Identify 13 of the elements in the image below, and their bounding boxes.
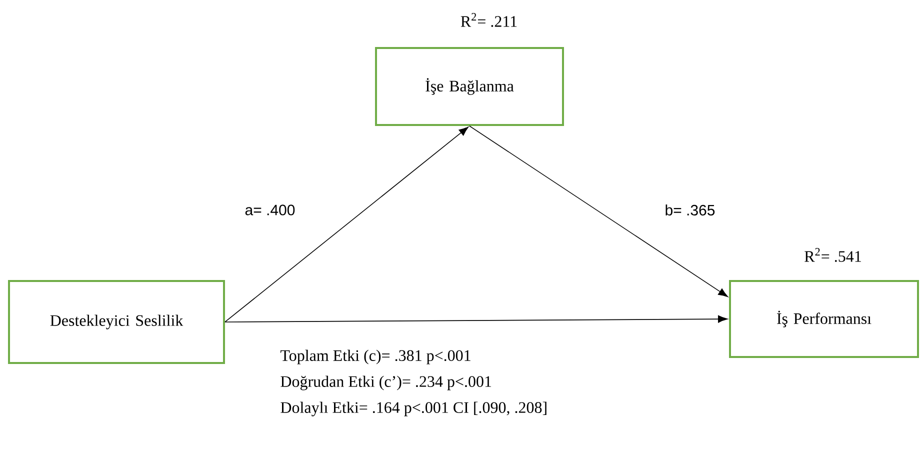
- variable-box: Destekleyici Seslilik: [8, 280, 225, 364]
- variable-box: İş Performansı: [729, 280, 919, 358]
- effect-note: Doğrudan Etki (c’)= .234 p<.001: [280, 376, 492, 390]
- arrow: [224, 315, 728, 323]
- effect-note: Toplam Etki (c)= .381 p<.001: [280, 350, 470, 364]
- edge-label: a= .400: [244, 204, 296, 216]
- edge-label: b= .365: [664, 203, 716, 216]
- r-squared-label: R$^{2}$= .211: [460, 13, 517, 27]
- r-squared-label: R$^{2}$= .541: [804, 248, 861, 262]
- variable-box: İşe Bağlanma: [375, 47, 564, 126]
- arrow: [469, 126, 728, 297]
- arrow: [224, 126, 469, 322]
- effect-note: Dolaylı Etki= .164 p<.001 CI [.090, .208]: [280, 402, 546, 416]
